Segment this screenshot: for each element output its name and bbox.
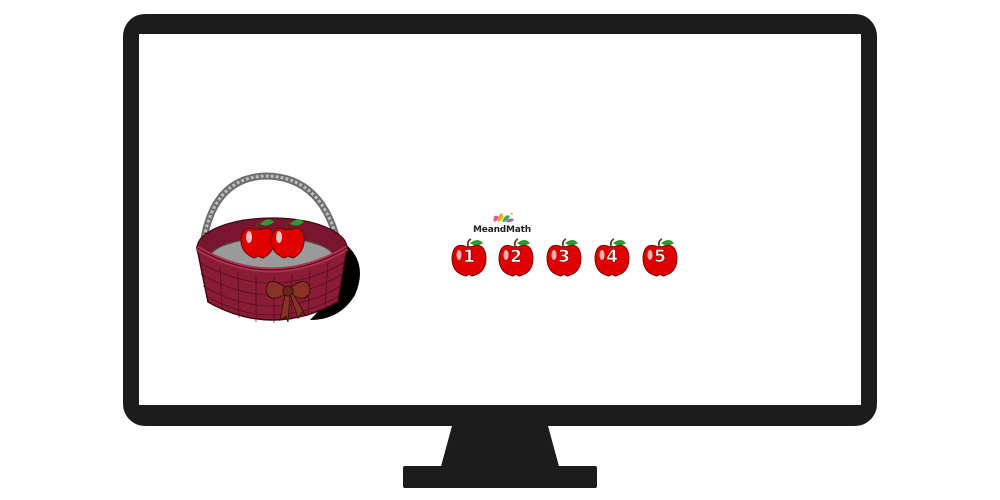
choice-5-label: 5	[654, 247, 666, 268]
basket-apple	[270, 219, 305, 259]
logo-name: MeandMath	[473, 225, 531, 235]
choice-3-button[interactable]: 3	[545, 238, 585, 278]
apple-icon	[594, 238, 630, 277]
apple-icon	[642, 238, 678, 277]
choice-1-label: 1	[463, 247, 475, 268]
apple-icon	[546, 238, 582, 277]
choice-5-button[interactable]: 5	[641, 238, 681, 278]
basket-apple	[240, 219, 275, 259]
logo-mark-icon	[493, 212, 514, 223]
choice-2-label: 2	[510, 247, 522, 268]
answer-choices: 1 2 3 4	[450, 238, 690, 278]
basket-bow	[265, 281, 311, 323]
choice-4-label: 4	[606, 247, 618, 268]
logo-tagline: · · · · · · ·	[489, 236, 515, 240]
apple-icon	[498, 238, 534, 277]
choice-3-label: 3	[558, 247, 570, 268]
apple-basket	[195, 172, 360, 323]
meandmath-logo: MeandMath · · · · · · ·	[470, 210, 534, 244]
basket-shadow	[310, 240, 360, 320]
choice-4-button[interactable]: 4	[593, 238, 633, 278]
monitor-stand-base	[403, 466, 597, 488]
apple-icon	[451, 238, 487, 277]
choice-2-button[interactable]: 2	[497, 238, 537, 278]
choice-1-button[interactable]: 1	[450, 238, 490, 278]
monitor-stand-neck	[440, 426, 560, 470]
